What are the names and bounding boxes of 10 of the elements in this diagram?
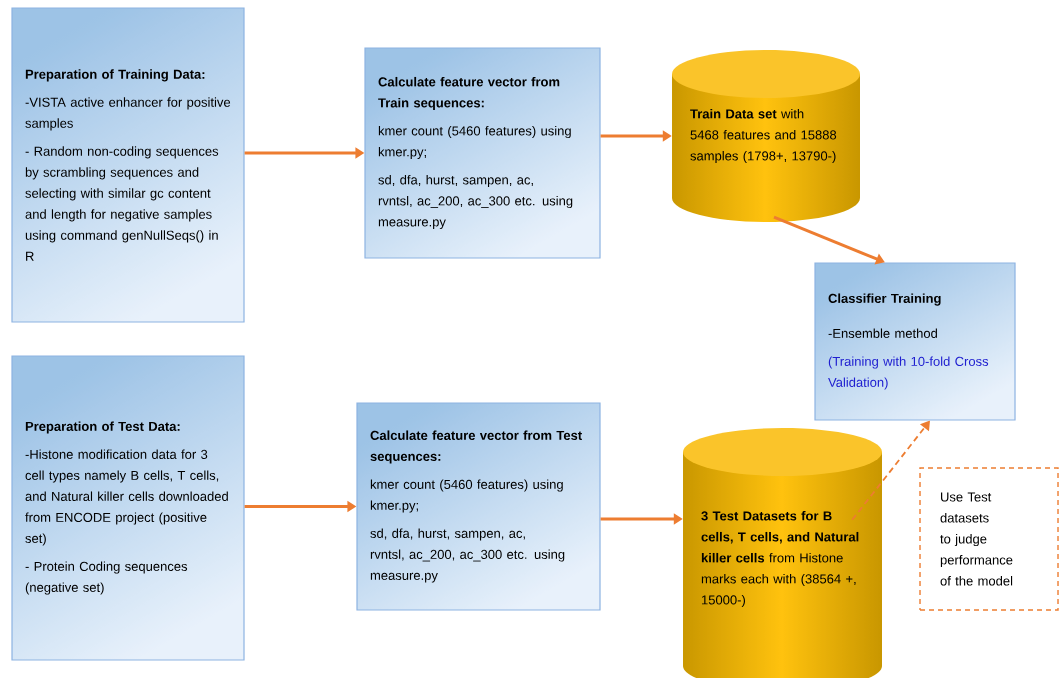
- process-box: Preparation of Test Data: -Histone modification data for 3 cell types namely B cells, T cells, and Natural killer cells downloaded from ENCODE project (positive set) - Protein Coding sequences (negative set): [11, 355, 245, 661]
- process-box: Calculate feature vector from Test sequences: kmer count (5460 features) using kmer.py; sd, dfa, hurst, sampen, ac, rvntsl, ac_200, ac_300 etc. using measure.py: [356, 402, 601, 611]
- database-cylinder: 3 Test Datasets for B cells, T cells, and Natural killer cells from Histone marks each with (38564 +, 15000-): [683, 428, 882, 608]
- node-label: Train Data set with 5468 features and 15888 samples (1798+, 13790-): [690, 108, 837, 164]
- process-box: Calculate feature vector from Train sequences: kmer count (5460 features) using kmer.py; sd, dfa, hurst, sampen, ac, rvntsl, ac_200, ac_300 etc. using measure.py: [364, 47, 601, 259]
- database-cylinder: Train Data set with 5468 features and 15888 samples (1798+, 13790-): [672, 50, 860, 164]
- node-label: 3 Test Datasets for B cells, T cells, and Natural killer cells from Histone marks each with (38564 +, 15000-): [701, 510, 859, 608]
- process-box: Classifier Training -Ensemble method (Training with 10-fold Cross Validation): [814, 262, 1016, 421]
- process-box: Preparation of Training Data: -VISTA active enhancer for positive samples - Random non-coding sequences by scrambling sequences and selecting with similar gc content and length for negative samples using command genNullSeqs() in R: [11, 7, 245, 323]
- note-box: Use Test datasets to judge performance of the model: [919, 467, 1059, 611]
